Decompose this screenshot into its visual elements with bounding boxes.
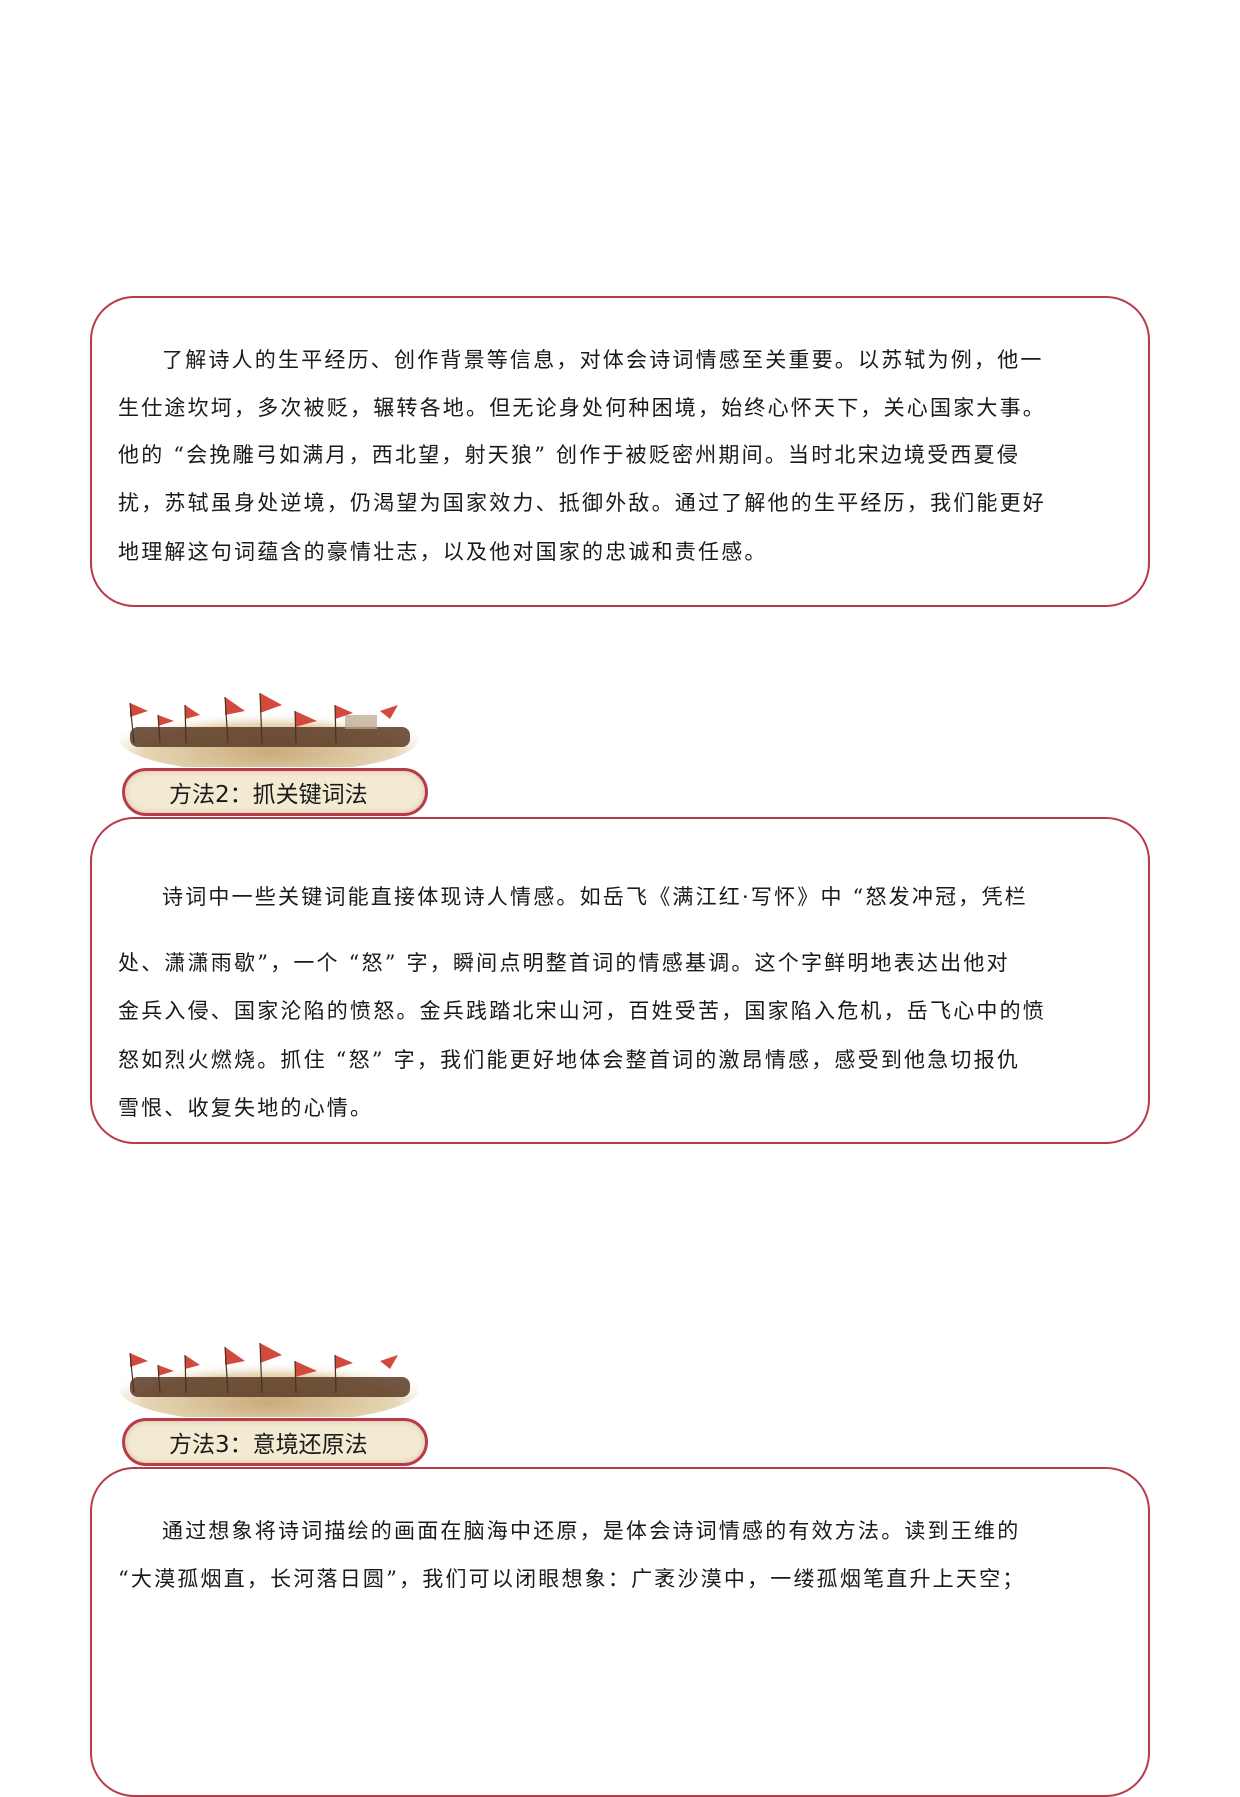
section3-title-pill: 方法3：意境还原法 [122, 1418, 428, 1466]
section2-content-box: 诗词中一些关键词能直接体现诗人情感。如岳飞《满江红·写怀》中 “怒发冲冠，凭栏 … [90, 817, 1150, 1144]
paragraph-line: 金兵入侵、国家沦陷的愤怒。金兵践踏北宋山河，百姓受苦，国家陷入危机，岳飞心中的愤 [118, 999, 1046, 1023]
paragraph-line: 了解诗人的生平经历、创作背景等信息，对体会诗词情感至关重要。以苏轼为例，他一 [162, 348, 1044, 372]
section1-content-box: 了解诗人的生平经历、创作背景等信息，对体会诗词情感至关重要。以苏轼为例，他一 生… [90, 296, 1150, 607]
paragraph-line: 处、潇潇雨歇”，一个 “怒” 字，瞬间点明整首词的情感基调。这个字鲜明地表达出他… [118, 951, 1010, 975]
paragraph-line: 生仕途坎坷，多次被贬，辗转各地。但无论身处何种困境，始终心怀天下，关心国家大事。 [118, 396, 1046, 420]
battle-scene-banner-icon [120, 1325, 418, 1417]
paragraph-line: 他的 “会挽雕弓如满月，西北望，射天狼” 创作于被贬密州期间。当时北宋边境受西夏… [118, 443, 1021, 467]
section3-content-box: 通过想象将诗词描绘的画面在脑海中还原，是体会诗词情感的有效方法。读到王维的 “大… [90, 1467, 1150, 1797]
paragraph-line: “大漠孤烟直，长河落日圆”，我们可以闭眼想象：广袤沙漠中，一缕孤烟笔直升上天空； [118, 1567, 1026, 1591]
paragraph-line: 雪恨、收复失地的心情。 [118, 1096, 374, 1120]
section2-title-pill: 方法2：抓关键词法 [122, 768, 428, 816]
paragraph-line: 诗词中一些关键词能直接体现诗人情感。如岳飞《满江红·写怀》中 “怒发冲冠，凭栏 [162, 885, 1028, 909]
paragraph-line: 地理解这句词蕴含的豪情壮志，以及他对国家的忠诚和责任感。 [118, 540, 768, 564]
paragraph-line: 怒如烈火燃烧。抓住 “怒” 字，我们能更好地体会整首词的激昂情感，感受到他急切报… [118, 1048, 1021, 1072]
battle-scene-banner-icon [120, 675, 418, 767]
paragraph-line: 通过想象将诗词描绘的画面在脑海中还原，是体会诗词情感的有效方法。读到王维的 [162, 1519, 1021, 1543]
section3-title: 方法3：意境还原法 [169, 1432, 368, 1458]
section2-title: 方法2：抓关键词法 [169, 782, 368, 808]
paragraph-line: 扰，苏轼虽身处逆境，仍渴望为国家效力、抵御外敌。通过了解他的生平经历，我们能更好 [118, 491, 1046, 515]
